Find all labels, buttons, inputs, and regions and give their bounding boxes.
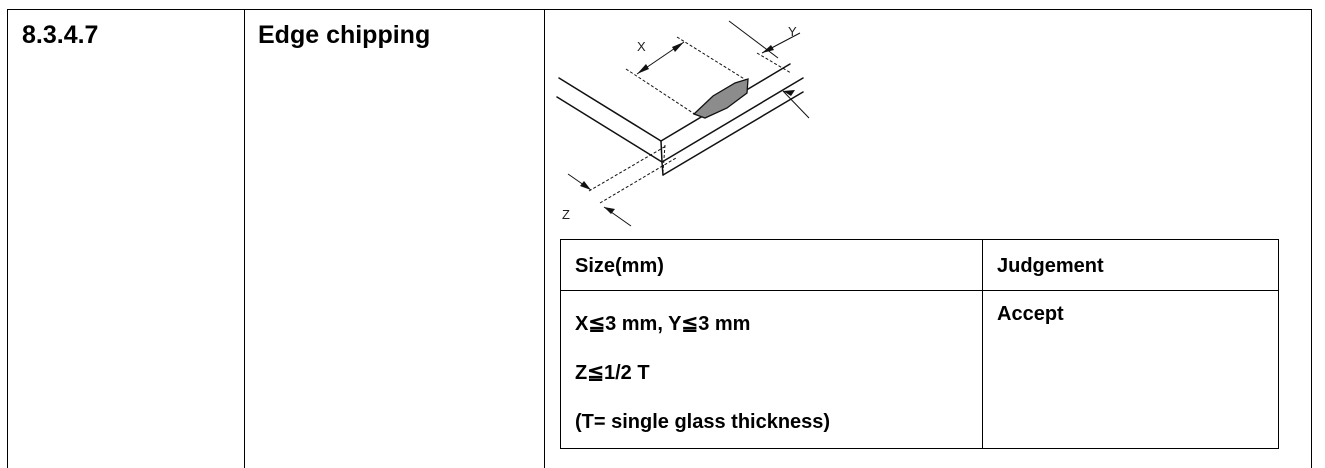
header-size: Size(mm) <box>575 255 664 277</box>
inner-table-column-divider <box>982 239 983 449</box>
column-divider-1 <box>244 9 245 468</box>
inner-table-bottom <box>560 448 1279 449</box>
outer-border-left <box>7 9 8 468</box>
section-title: Edge chipping <box>258 21 431 49</box>
figure-label-z: Z <box>562 207 570 222</box>
column-divider-2 <box>544 9 545 468</box>
inner-table-top <box>560 239 1279 240</box>
outer-border-top <box>7 9 1312 10</box>
header-judgement: Judgement <box>997 255 1104 277</box>
size-criterion-xy: X≦3 mm, Y≦3 mm <box>575 313 751 335</box>
figure-label-x: X <box>637 39 646 54</box>
size-criterion-z: Z≦1/2 T <box>575 362 650 384</box>
inner-table-header-divider <box>560 290 1279 291</box>
size-criterion-note: (T= single glass thickness) <box>575 411 831 433</box>
judgement-accept: Accept <box>997 303 1064 325</box>
figure-label-y: Y <box>788 24 797 39</box>
edge-chipping-diagram: X Y Z <box>556 20 810 227</box>
outer-border-right <box>1311 9 1312 468</box>
section-number: 8.3.4.7 <box>22 21 99 49</box>
inner-table-right <box>1278 239 1279 449</box>
inner-table-left <box>560 239 561 449</box>
